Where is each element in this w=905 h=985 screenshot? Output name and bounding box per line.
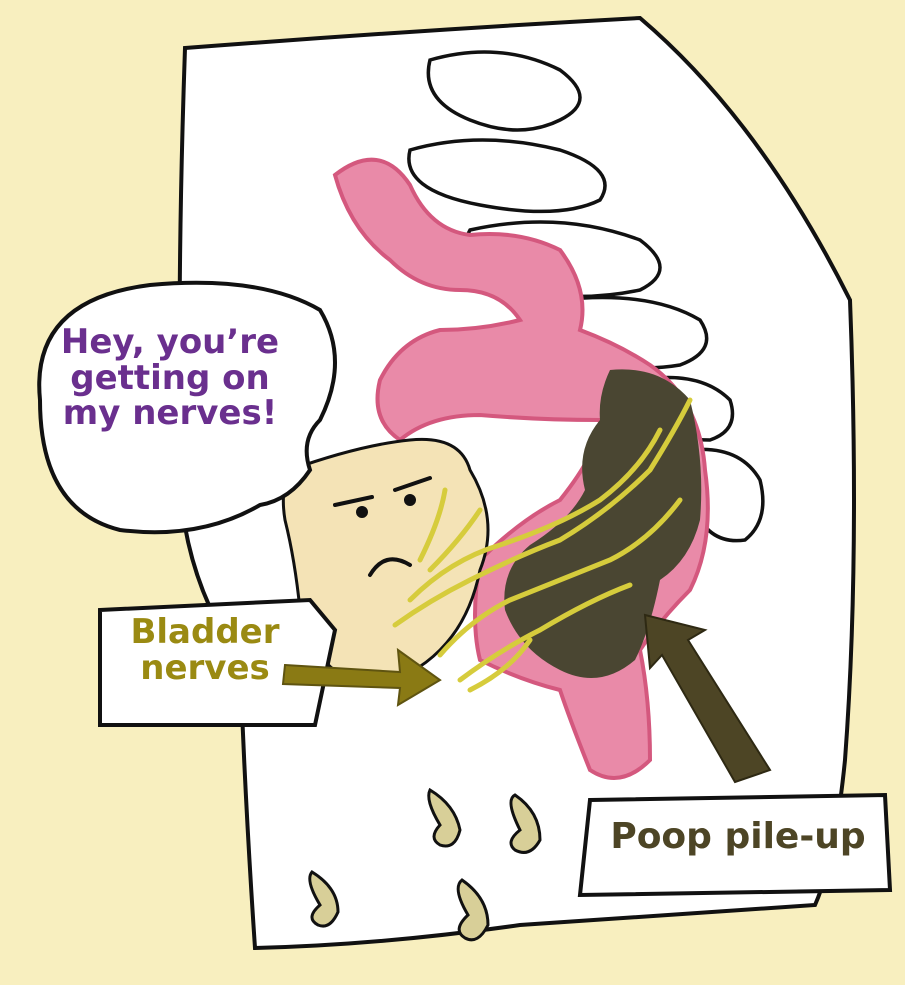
speech-line-1: Hey, you’re [40,325,300,361]
bladder-nerves-label: Bladder nerves [115,615,295,686]
bladder-nerves-label-line-2: nerves [115,651,295,687]
speech-line-3: my nerves! [40,396,300,432]
bladder-nerves-label-line-1: Bladder [115,615,295,651]
speech-line-2: getting on [40,361,300,397]
poop-pile-up-label: Poop pile-up [598,818,878,856]
speech-bubble-text: Hey, you’re getting on my nerves! [40,325,300,432]
